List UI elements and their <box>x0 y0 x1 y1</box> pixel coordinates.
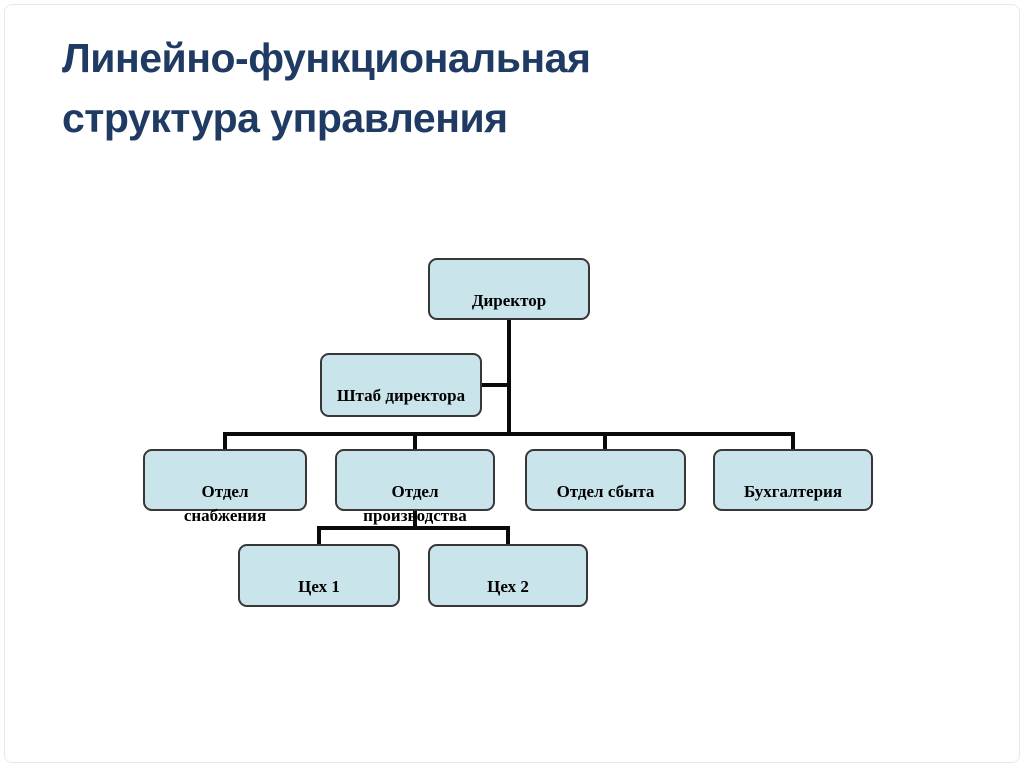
org-node-label-sales: Отдел сбыта <box>556 482 655 501</box>
org-node-shop1: Цех 1 <box>238 544 400 607</box>
connector-drop-sales <box>603 434 607 450</box>
connector-drop-production <box>413 434 417 450</box>
org-node-shop2: Цех 2 <box>428 544 588 607</box>
org-node-staff: Штаб директора <box>320 353 482 417</box>
connector-drop-supply <box>223 434 227 450</box>
org-node-director: Директор <box>428 258 590 320</box>
connector-level2-bus <box>223 432 795 436</box>
connector-drop-accounting <box>791 434 795 450</box>
org-node-label-staff: Штаб директора <box>336 386 466 405</box>
connector-drop-shop1 <box>317 528 321 545</box>
connector-level3-bus <box>317 526 510 530</box>
org-node-label-supply: Отдел снабжения <box>183 482 267 525</box>
org-node-production: Отдел производства <box>335 449 495 525</box>
org-node-label-production: Отдел производства <box>363 482 467 525</box>
org-node-accounting: Бухгалтерия <box>713 449 873 511</box>
connector-drop-shop2 <box>506 528 510 545</box>
org-node-label-shop2: Цех 2 <box>487 577 529 596</box>
org-node-label-accounting: Бухгалтерия <box>743 482 843 501</box>
org-node-sales: Отдел сбыта <box>525 449 686 511</box>
org-node-label-shop1: Цех 1 <box>298 577 340 596</box>
org-node-label-director: Директор <box>471 291 547 310</box>
connector-director-trunk <box>507 318 511 436</box>
slide-title: Линейно-функциональная структура управле… <box>62 35 591 141</box>
connector-production-trunk <box>413 509 417 528</box>
org-node-supply: Отдел снабжения <box>143 449 307 525</box>
connector-staff-to-trunk <box>480 383 509 387</box>
